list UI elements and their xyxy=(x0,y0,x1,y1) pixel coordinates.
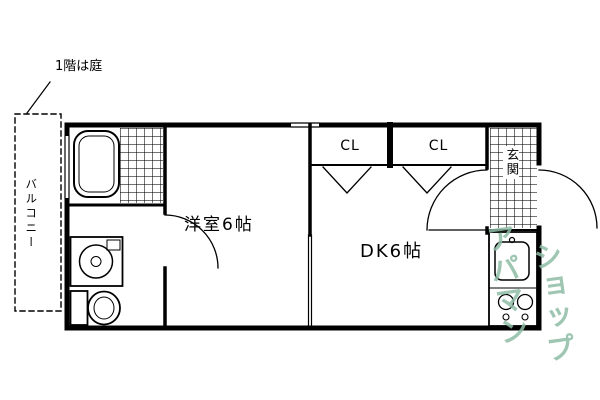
window-left xyxy=(62,136,72,198)
washing-machine-panel xyxy=(106,239,121,251)
window-top xyxy=(291,120,319,130)
window-left-lines xyxy=(64,135,70,199)
entrance-label: 玄関 xyxy=(503,146,520,179)
stove-knob-1 xyxy=(502,313,510,321)
balcony-outline xyxy=(14,113,62,312)
sliding-partition xyxy=(307,234,313,327)
closet1-door-mark xyxy=(322,166,372,194)
closet2-door-mark xyxy=(402,166,452,194)
garden-note: 1階は庭 xyxy=(55,59,103,74)
western-room-label: 洋室6帖 xyxy=(184,215,254,235)
stove-knob-2 xyxy=(521,313,529,321)
toilet-bowl xyxy=(87,290,121,326)
closet-left-label: CL xyxy=(340,137,360,154)
washing-machine-center xyxy=(90,256,102,267)
kitchen-faucet xyxy=(508,236,516,244)
dining-kitchen-label: DK6帖 xyxy=(360,241,424,262)
stove-burner-1 xyxy=(497,293,515,311)
kitchen-sink xyxy=(494,241,530,281)
balcony-label: バルコニー xyxy=(24,178,39,251)
bathroom-tile-floor xyxy=(120,128,163,203)
toilet-tank xyxy=(69,290,89,326)
bathtub-icon xyxy=(73,130,120,198)
stove-burner-2 xyxy=(516,293,534,311)
washing-machine-icon xyxy=(69,236,124,287)
toilet-seat xyxy=(93,296,115,320)
note-pointer-line xyxy=(26,81,51,114)
front-door-arc xyxy=(538,169,598,229)
closet-right-label: CL xyxy=(428,137,449,154)
window-top-lines xyxy=(290,122,320,128)
washing-machine-drum xyxy=(78,244,114,279)
kitchen-counter xyxy=(488,231,538,327)
entrance-door-arc xyxy=(426,169,488,231)
bathtub-inner xyxy=(78,135,115,193)
washroom-door-arc xyxy=(164,214,219,269)
